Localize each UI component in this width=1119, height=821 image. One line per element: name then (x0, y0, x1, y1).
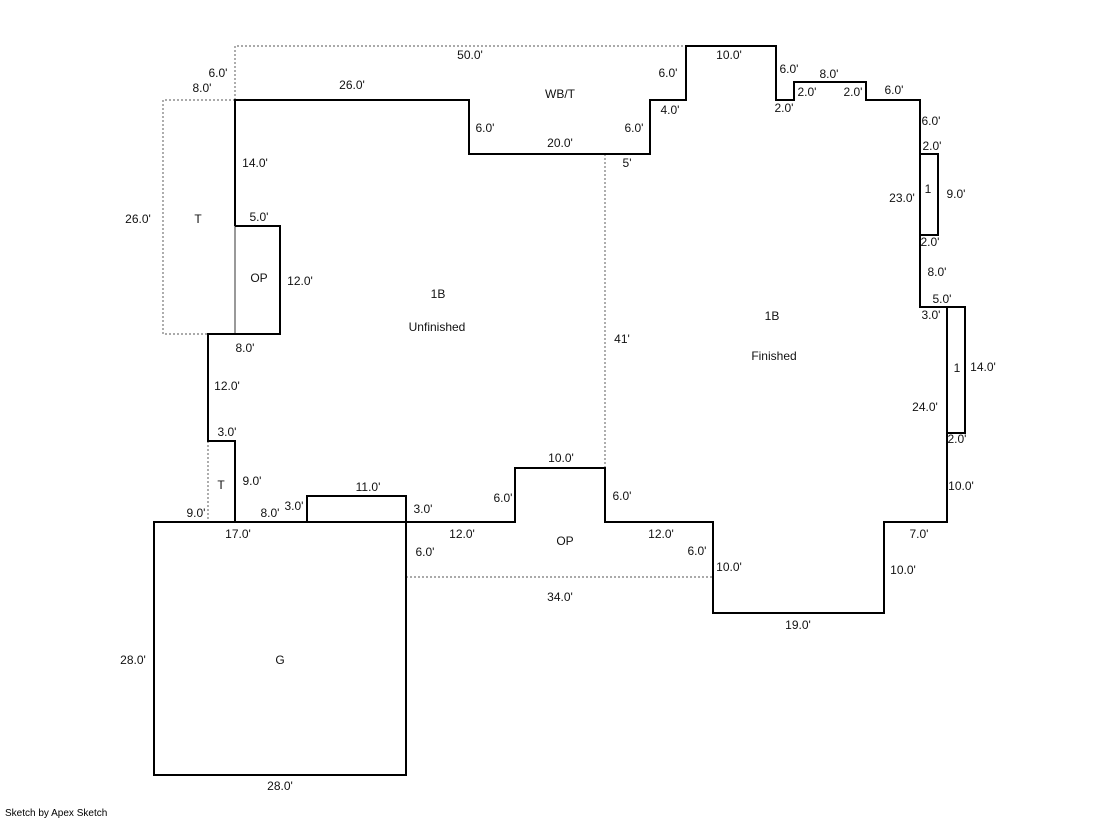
dimension-label: 6.0' (476, 121, 495, 135)
dimension-label: 34.0' (547, 590, 573, 604)
area-label: 1B (431, 287, 446, 301)
area-label: WB/T (545, 87, 576, 101)
dimension-label: 41' (614, 332, 630, 346)
bump-out-1-upper (920, 153, 939, 236)
dimension-label: 6.0' (688, 544, 707, 558)
garage-outline (153, 521, 407, 776)
dimension-label: 8.0' (261, 506, 280, 520)
dimension-label: 9.0' (187, 506, 206, 520)
dimension-label: 50.0' (457, 48, 483, 62)
dimension-label: 6.0' (494, 491, 513, 505)
dimension-label: 12.0' (287, 274, 313, 288)
dimension-label: 10.0' (948, 479, 974, 493)
dimension-label: 9.0' (243, 474, 262, 488)
area-label: G (275, 653, 284, 667)
dimension-label: 2.0' (798, 85, 817, 99)
dimension-label: 26.0' (339, 78, 365, 92)
dimension-label: 12.0' (214, 379, 240, 393)
dimension-label: 5.0' (933, 292, 952, 306)
dimension-label: 2.0' (921, 235, 940, 249)
area-label: OP (250, 271, 267, 285)
dimension-label: 5' (623, 156, 632, 170)
dimension-label: 6.0' (922, 114, 941, 128)
upper-t-dotted-outline (162, 99, 235, 335)
dimension-label: 10.0' (716, 560, 742, 574)
dimension-label: 14.0' (970, 360, 996, 374)
dimension-label: 6.0' (885, 83, 904, 97)
area-label: Finished (751, 349, 796, 363)
dimension-label: 10.0' (890, 563, 916, 577)
dimension-label: 26.0' (125, 212, 151, 226)
dimension-label: 9.0' (947, 187, 966, 201)
area-label: OP (556, 534, 573, 548)
dimension-label: 6.0' (416, 545, 435, 559)
dimension-label: 3.0' (414, 502, 433, 516)
dimension-label: 10.0' (716, 48, 742, 62)
footer-credit: Sketch by Apex Sketch (5, 808, 108, 819)
area-label: T (194, 212, 202, 226)
dimension-label: 12.0' (648, 527, 674, 541)
area-label: 1 (954, 361, 961, 375)
dimension-label: 2.0' (923, 139, 942, 153)
bump-out-1-lower (947, 306, 966, 434)
main-house-outline (207, 45, 948, 614)
dimension-label: 4.0' (661, 103, 680, 117)
dimension-label: 8.0' (236, 341, 255, 355)
area-label: 1B (765, 309, 780, 323)
dimension-label: 6.0' (613, 489, 632, 503)
dimension-label: 3.0' (218, 425, 237, 439)
dimension-label: 5.0' (250, 210, 269, 224)
dimension-label: 11.0' (356, 480, 381, 494)
dimension-label: 24.0' (912, 400, 938, 414)
area-label: T (217, 478, 225, 492)
dimension-label: 10.0' (548, 451, 574, 465)
dimension-label: 8.0' (193, 81, 212, 95)
dimension-label: 17.0' (225, 527, 251, 541)
dimension-label: 8.0' (928, 265, 947, 279)
dimension-label: 20.0' (547, 136, 573, 150)
dimension-label: 6.0' (625, 121, 644, 135)
dimension-label: 23.0' (889, 191, 915, 205)
dimension-label: 28.0' (120, 653, 146, 667)
dimension-label: 12.0' (449, 527, 475, 541)
dimension-label: 8.0' (820, 67, 839, 81)
dimension-label: 28.0' (267, 779, 293, 793)
dimension-label: 2.0' (844, 85, 863, 99)
dimension-label: 19.0' (785, 618, 811, 632)
dimension-label: 7.0' (910, 527, 929, 541)
dimension-label: 6.0' (209, 66, 228, 80)
dimension-label: 6.0' (659, 66, 678, 80)
dimension-label: 3.0' (285, 499, 304, 513)
wbt-dotted-outline (234, 45, 686, 100)
dimension-label: 3.0' (922, 308, 941, 322)
dimension-label: 2.0' (775, 101, 794, 115)
dimension-label: 6.0' (780, 62, 799, 76)
area-label: Unfinished (409, 320, 466, 334)
dimension-label: 14.0' (242, 156, 268, 170)
dimension-label: 2.0' (948, 432, 967, 446)
area-label: 1 (925, 182, 932, 196)
